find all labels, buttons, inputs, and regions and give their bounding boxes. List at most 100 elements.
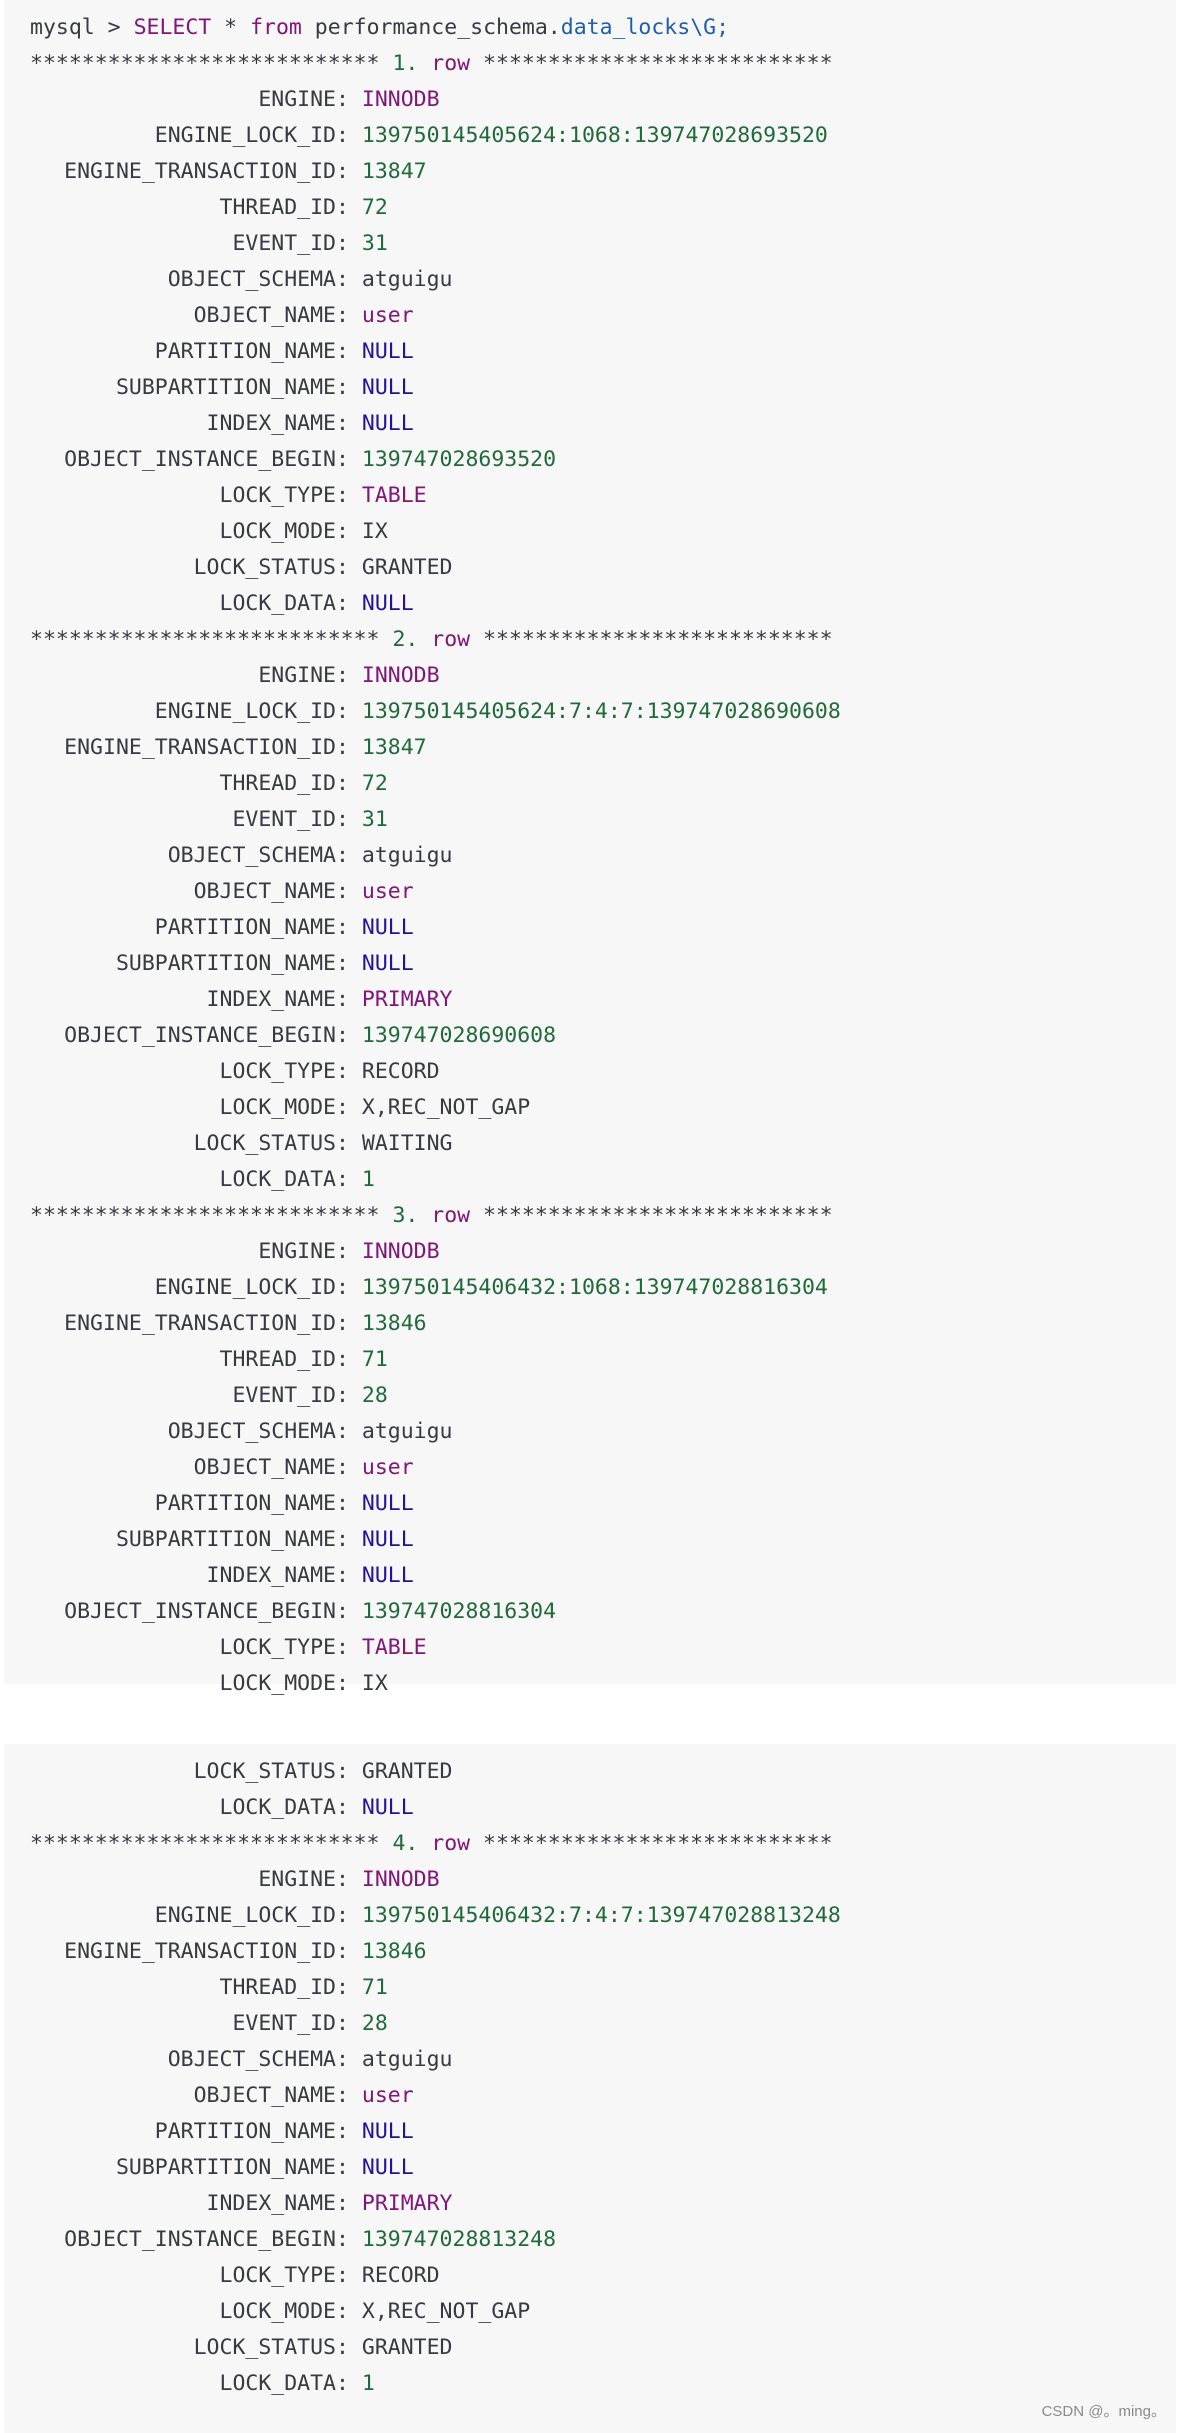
- field-separator: :: [336, 1383, 362, 1408]
- field-separator: :: [336, 879, 362, 904]
- field-value: NULL: [361, 2155, 414, 2180]
- field-label: LOCK_STATUS: [193, 2335, 336, 2360]
- field-label: OBJECT_SCHEMA: [167, 2047, 336, 2072]
- field-line: LOCK_DATA: NULL: [30, 586, 414, 622]
- field-separator: :: [336, 1867, 362, 1892]
- field-label: LOCK_DATA: [219, 591, 337, 616]
- field-label: OBJECT_SCHEMA: [167, 1419, 336, 1444]
- field-label: ENGINE_TRANSACTION_ID: [64, 159, 336, 184]
- field-line: ENGINE_TRANSACTION_ID: 13847: [30, 730, 427, 766]
- field-value: INNODB: [361, 87, 440, 112]
- field-line: EVENT_ID: 28: [30, 1378, 387, 1414]
- field-separator: :: [336, 1491, 362, 1516]
- field-label: ENGINE: [258, 1867, 336, 1892]
- field-value: RECORD: [361, 1059, 440, 1084]
- field-value: 13847: [361, 735, 427, 760]
- field-separator: :: [336, 1635, 362, 1660]
- field-value: user: [361, 1455, 414, 1480]
- field-line: OBJECT_INSTANCE_BEGIN: 139747028816304: [30, 1594, 556, 1630]
- field-value: atguigu: [361, 1419, 453, 1444]
- field-line: THREAD_ID: 72: [30, 190, 388, 226]
- field-line: THREAD_ID: 71: [30, 1970, 388, 2006]
- field-line: PARTITION_NAME: NULL: [30, 910, 414, 946]
- field-value: RECORD: [361, 2263, 440, 2288]
- field-separator: :: [336, 231, 362, 256]
- field-separator: :: [336, 1599, 362, 1624]
- field-value: X,REC_NOT_GAP: [361, 2299, 531, 2324]
- field-line: OBJECT_SCHEMA: atguigu: [30, 262, 453, 298]
- field-value: INNODB: [361, 1239, 440, 1264]
- field-line: EVENT_ID: 31: [30, 802, 388, 838]
- field-separator: :: [336, 807, 362, 832]
- sql-table: data_locks: [560, 15, 691, 40]
- field-separator: :: [336, 2335, 362, 2360]
- field-separator: :: [336, 1347, 362, 1372]
- field-line: LOCK_MODE: IX: [30, 1666, 388, 1702]
- field-label: OBJECT_SCHEMA: [167, 267, 336, 292]
- field-value: 31: [361, 807, 388, 832]
- field-value: GRANTED: [361, 555, 453, 580]
- field-separator: :: [336, 411, 362, 436]
- field-separator: :: [336, 1455, 362, 1480]
- field-separator: :: [336, 1095, 362, 1120]
- sql-query-line: mysql > SELECT * from performance_schema…: [30, 10, 729, 46]
- field-separator: :: [336, 555, 362, 580]
- field-label: ENGINE_LOCK_ID: [154, 699, 336, 724]
- field-separator: :: [336, 735, 362, 760]
- field-label: OBJECT_NAME: [193, 2083, 336, 2108]
- field-line: LOCK_DATA: 1: [30, 2366, 375, 2402]
- field-separator: :: [336, 2227, 362, 2252]
- field-separator: :: [336, 1527, 362, 1552]
- field-label: THREAD_ID: [219, 195, 337, 220]
- field-separator: :: [336, 375, 362, 400]
- field-value: TABLE: [361, 1635, 427, 1660]
- field-separator: :: [336, 2011, 362, 2036]
- field-line: EVENT_ID: 28: [30, 2006, 388, 2042]
- field-value: NULL: [361, 1795, 414, 1820]
- field-label: LOCK_TYPE: [219, 2263, 337, 2288]
- field-label: ENGINE_TRANSACTION_ID: [64, 735, 336, 760]
- field-label: OBJECT_NAME: [193, 1455, 336, 1480]
- field-separator: :: [336, 87, 362, 112]
- field-label: THREAD_ID: [219, 1975, 337, 2000]
- row-banner-stars: ***************************: [30, 1203, 393, 1228]
- field-line: SUBPARTITION_NAME: NULL: [30, 946, 414, 982]
- row-banner-stars: ***************************: [30, 51, 393, 76]
- sql-terminator: \G;: [690, 15, 730, 40]
- field-value: user: [361, 2083, 414, 2108]
- field-separator: :: [336, 1311, 362, 1336]
- field-line: LOCK_MODE: X,REC_NOT_GAP: [30, 1090, 531, 1126]
- field-label: LOCK_MODE: [219, 1095, 337, 1120]
- field-separator: :: [336, 1563, 362, 1588]
- row-banner: *************************** 3. row *****…: [30, 1198, 833, 1234]
- field-label: ENGINE_LOCK_ID: [154, 1903, 336, 1928]
- field-value: 139750145405624:7:4:7:139747028690608: [361, 699, 841, 724]
- field-value: INNODB: [361, 1867, 440, 1892]
- field-label: ENGINE_LOCK_ID: [154, 1275, 336, 1300]
- field-line: LOCK_STATUS: GRANTED: [30, 1754, 453, 1790]
- sql-keyword-select: SELECT: [133, 15, 212, 40]
- field-line: SUBPARTITION_NAME: NULL: [30, 1522, 414, 1558]
- field-value: PRIMARY: [361, 987, 453, 1012]
- field-value: 28: [361, 2011, 388, 2036]
- field-value: atguigu: [361, 2047, 453, 2072]
- field-line: ENGINE_LOCK_ID: 139750145406432:1068:139…: [30, 1270, 828, 1306]
- sql-schema: performance_schema.: [301, 15, 561, 40]
- field-line: LOCK_TYPE: RECORD: [30, 2258, 440, 2294]
- field-value: 72: [361, 771, 388, 796]
- field-separator: :: [336, 843, 362, 868]
- field-separator: :: [336, 1239, 362, 1264]
- field-separator: :: [336, 267, 362, 292]
- field-label: ENGINE_TRANSACTION_ID: [64, 1939, 336, 1964]
- field-value: 13846: [361, 1311, 427, 1336]
- field-line: ENGINE_LOCK_ID: 139750145405624:7:4:7:13…: [30, 694, 841, 730]
- field-label: ENGINE_LOCK_ID: [154, 123, 336, 148]
- field-value: 31: [361, 231, 388, 256]
- field-separator: :: [336, 2299, 362, 2324]
- field-separator: :: [336, 2371, 362, 2396]
- sql-keyword-from: from: [250, 15, 302, 40]
- field-line: OBJECT_NAME: user: [30, 1450, 414, 1486]
- field-value: NULL: [361, 915, 414, 940]
- field-value: NULL: [361, 2119, 414, 2144]
- row-number: 2.: [392, 627, 419, 652]
